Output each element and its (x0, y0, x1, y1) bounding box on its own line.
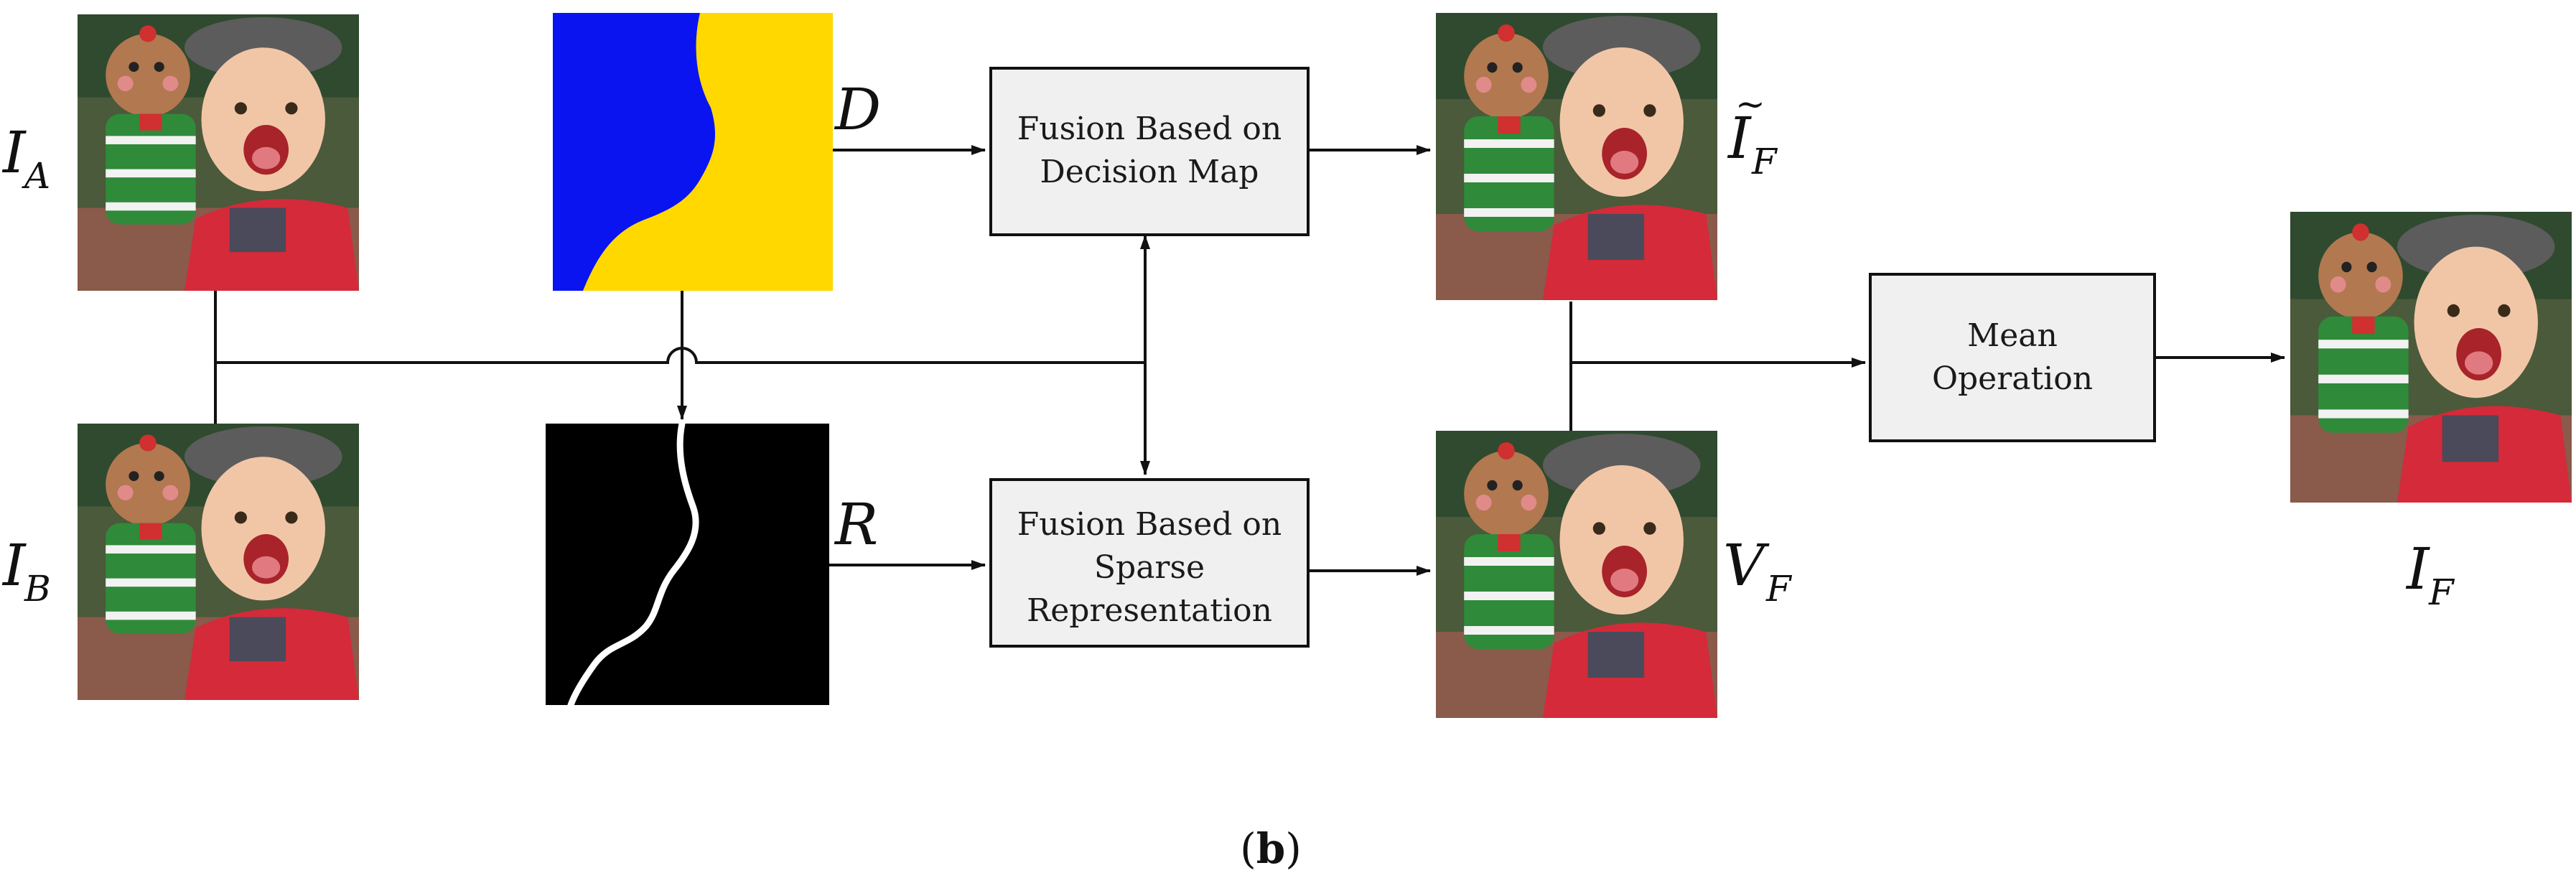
label-final-output-sub: F (2428, 571, 2455, 613)
label-input-a-main: I (1, 119, 27, 186)
connectors (214, 145, 2285, 576)
label-decision-map-main: D (834, 76, 881, 143)
label-boundary-map: R (834, 491, 878, 558)
label-final-output-main: I (2405, 536, 2430, 602)
image-fused-sparse (1436, 431, 1717, 718)
caption-open: ( (1240, 824, 1256, 873)
box-decision-fusion-line2: Decision Map (1040, 154, 1259, 190)
image-fused-decision (1436, 13, 1717, 300)
decision-map-blue-region (553, 13, 716, 291)
figure-caption: (b) (1240, 824, 1302, 873)
label-fused-decision: I ~ F (1727, 83, 1778, 182)
label-input-b: I B (1, 532, 51, 610)
label-final-output: I F (2405, 536, 2455, 613)
label-boundary-map-main: R (834, 491, 878, 558)
box-sparse-fusion-line2: Sparse (1094, 549, 1205, 586)
caption-close: ) (1285, 824, 1302, 873)
label-input-a: I A (1, 119, 50, 197)
label-fused-decision-accent: ~ (1735, 83, 1765, 125)
box-sparse-fusion-line1: Fusion Based on (1017, 506, 1282, 543)
box-sparse-fusion: Fusion Based on Sparse Representation (989, 478, 1310, 648)
label-decision-map: D (834, 76, 881, 143)
label-fused-sparse-sub: F (1765, 568, 1793, 610)
image-input-b (78, 424, 359, 700)
label-input-b-main: I (1, 532, 27, 599)
box-mean-operation-line2: Operation (1932, 360, 2093, 397)
image-decision-map (553, 13, 833, 291)
box-decision-fusion: Fusion Based on Decision Map (989, 67, 1310, 236)
boundary-map-background (546, 424, 829, 705)
connector-bus (215, 347, 1145, 364)
image-boundary-map (546, 420, 829, 709)
box-decision-fusion-line1: Fusion Based on (1017, 111, 1282, 147)
label-input-a-sub: A (22, 155, 50, 197)
image-final-output (2290, 212, 2572, 503)
box-mean-operation: Mean Operation (1869, 273, 2156, 442)
label-input-b-sub: B (24, 568, 51, 610)
boundary-map-curve (567, 420, 699, 709)
caption-letter: b (1256, 824, 1286, 873)
image-input-a (78, 14, 359, 291)
box-mean-operation-line1: Mean (1967, 317, 2058, 354)
box-sparse-fusion-line3: Representation (1027, 592, 1272, 629)
label-fused-decision-sub: F (1751, 141, 1778, 182)
label-fused-sparse: V F (1723, 532, 1793, 610)
label-fused-sparse-main: V (1723, 532, 1770, 599)
label-fused-decision-main: I (1727, 105, 1752, 172)
